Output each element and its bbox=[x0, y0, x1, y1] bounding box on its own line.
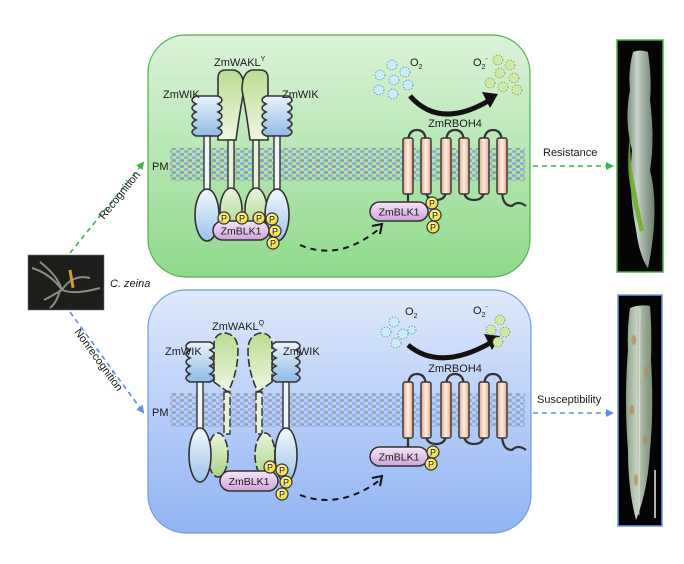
reaction-arrow bbox=[406, 339, 494, 361]
o2-molecules bbox=[380, 316, 417, 349]
zmwakl-q-label: ZmWAKLQ bbox=[212, 320, 265, 333]
pm-label: PM bbox=[152, 161, 169, 173]
phosphate-group: P P P P bbox=[263, 460, 293, 501]
svg-text:P: P bbox=[270, 239, 276, 249]
svg-text:P: P bbox=[221, 214, 227, 224]
zmblk1-complex-label: ZmBLK1 bbox=[221, 226, 262, 238]
zmwik-left-label: ZmWIK bbox=[165, 346, 202, 358]
zmrboh4 bbox=[402, 372, 527, 452]
pathogen-label: C. zeina bbox=[110, 278, 150, 290]
zmwik-left bbox=[191, 95, 223, 242]
resistant-leaf-image bbox=[616, 39, 664, 273]
o2-molecules bbox=[373, 59, 414, 100]
reaction-arrow bbox=[408, 94, 492, 117]
zmwik-left bbox=[185, 341, 215, 483]
phosphate-group: P P P P P P bbox=[217, 211, 282, 250]
svg-text:P: P bbox=[269, 215, 275, 225]
zmblk1-rboh-label: ZmBLK1 bbox=[379, 452, 420, 464]
svg-text:P: P bbox=[279, 490, 285, 500]
svg-text:P: P bbox=[430, 223, 436, 233]
zmblk1-complex-label: ZmBLK1 bbox=[229, 476, 270, 488]
svg-text:P: P bbox=[432, 211, 438, 221]
nonrecognition-label: Nonrecognition bbox=[72, 327, 125, 394]
superoxide-molecules bbox=[485, 314, 511, 348]
resistance-label: Resistance bbox=[543, 147, 597, 159]
svg-text:P: P bbox=[430, 448, 436, 458]
zmblk1-rboh bbox=[369, 201, 429, 222]
recognition-panel: PM ZmWAKLY ZmWIK ZmWIK ZmBLK1 bbox=[147, 34, 531, 278]
zmrboh4-label: ZmRBOH4 bbox=[428, 363, 482, 375]
svg-text:P: P bbox=[256, 214, 262, 224]
svg-text:P: P bbox=[283, 478, 289, 488]
recognition-arrow bbox=[69, 161, 145, 254]
svg-text:P: P bbox=[428, 460, 434, 470]
pathogen-image bbox=[27, 254, 105, 311]
nonrecognition-arrow bbox=[69, 311, 145, 414]
zmblk1-rboh-label: ZmBLK1 bbox=[379, 207, 420, 219]
zmblk1-rboh bbox=[369, 446, 429, 467]
svg-text:P: P bbox=[239, 214, 245, 224]
o2-superoxide-label: O2- bbox=[473, 304, 488, 319]
phosphate-group: P P bbox=[424, 445, 440, 471]
susceptible-leaf-image bbox=[617, 294, 663, 527]
susceptibility-label: Susceptibility bbox=[537, 394, 602, 406]
pm-label: PM bbox=[152, 407, 169, 419]
svg-text:P: P bbox=[279, 466, 285, 476]
svg-text:P: P bbox=[267, 463, 273, 473]
nonrecognition-panel: PM ZmWAKLQ ZmWIK ZmWIK ZmBLK1 P P bbox=[147, 289, 532, 534]
plasma-membrane bbox=[170, 393, 525, 427]
phosphate-group: P P P bbox=[425, 196, 442, 234]
zmwik-right-label: ZmWIK bbox=[282, 89, 319, 101]
svg-text:P: P bbox=[429, 199, 435, 209]
o2-label: O2 bbox=[410, 57, 423, 71]
zmwik-right bbox=[271, 341, 301, 483]
zmrboh4-label: ZmRBOH4 bbox=[428, 118, 482, 130]
zmwik-left-label: ZmWIK bbox=[163, 89, 200, 101]
zmwik-right-label: ZmWIK bbox=[283, 346, 320, 358]
zmwakl-y-label: ZmWAKLY bbox=[214, 56, 266, 69]
o2-superoxide-label: O2- bbox=[473, 56, 488, 71]
zmrboh4 bbox=[402, 128, 527, 208]
zmblk1-complex bbox=[219, 470, 279, 492]
zmwakl-q-receptor bbox=[207, 332, 276, 478]
superoxide-molecules bbox=[484, 54, 523, 96]
svg-text:P: P bbox=[272, 227, 278, 237]
o2-label: O2 bbox=[405, 306, 418, 320]
recognition-label: Recognition bbox=[97, 169, 143, 222]
plasma-membrane bbox=[170, 148, 525, 181]
